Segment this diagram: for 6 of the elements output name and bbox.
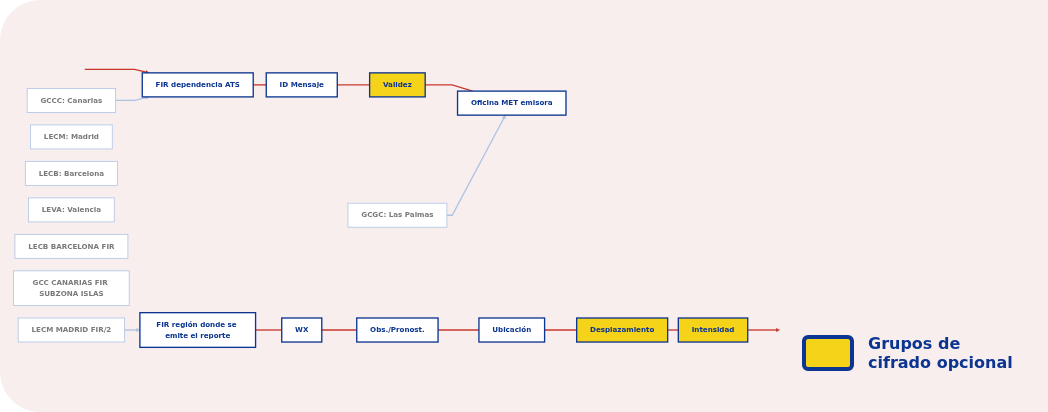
arrow bbox=[446, 114, 506, 216]
legend-label: Grupos de cifrado opcional bbox=[868, 334, 1014, 372]
connector bbox=[667, 329, 679, 331]
arrow bbox=[84, 68, 150, 74]
arrow bbox=[747, 328, 780, 332]
arrow bbox=[114, 95, 150, 102]
